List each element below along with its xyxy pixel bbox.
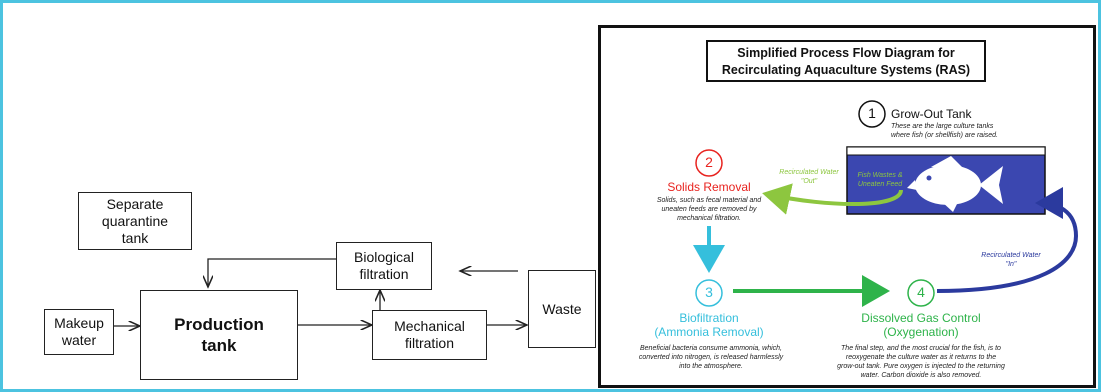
step3-number: 3: [705, 284, 713, 300]
step4-number: 4: [917, 284, 925, 300]
step3-desc-line1: Beneficial bacteria consume ammonia, whi…: [639, 345, 782, 352]
left-diagram-connectors: [113, 258, 600, 392]
recirculated-in-label-line2: "In": [1005, 261, 1017, 268]
recirculated-in-label-line1: Recirculated Water: [981, 252, 1041, 259]
ras-title-line2: Recirculating Aquaculture Systems (RAS): [721, 63, 971, 77]
makeup-water-box: Makeup water: [44, 309, 114, 355]
step4-desc-line2: reoxygenate the culture water as it retu…: [845, 354, 997, 361]
step3-desc-line3: into the atmosphere.: [679, 363, 743, 370]
step3-title-line2: (Ammonia Removal): [654, 325, 764, 339]
step3-desc-line2: converted into nitrogen, is released har…: [638, 354, 784, 361]
step2-title: Solids Removal: [667, 180, 751, 194]
production-tank-box: Production tank: [140, 290, 298, 380]
step1-number: 1: [868, 105, 876, 121]
step1-title: Grow-Out Tank: [891, 107, 972, 121]
ras-arrows: [693, 100, 1079, 307]
mechanical-filtration-box: Mechanical filtration: [372, 310, 487, 360]
recirculated-in-arrow: [936, 187, 1079, 293]
ras-title: Simplified Process Flow Diagram for Reci…: [706, 40, 986, 82]
biological-filtration-box: Biological filtration: [336, 242, 432, 290]
step4-title-line1: Dissolved Gas Control: [861, 311, 981, 325]
recirculated-out-arrow: [762, 183, 903, 215]
ras-title-line1: Simplified Process Flow Diagram for: [737, 46, 955, 60]
step2-number: 2: [705, 154, 713, 170]
step1-desc-line2: where fish (or shellfish) are raised.: [891, 132, 998, 139]
step3-circle: [695, 279, 723, 307]
tank-label-line1: Fish Wastes &: [857, 172, 903, 179]
biological-to-production-arrow: [208, 258, 336, 287]
step4-circle: [907, 279, 935, 307]
step4-title-line2: (Oxygenation): [883, 325, 959, 339]
step2-desc-line3: mechanical filtration.: [677, 215, 741, 222]
tank-label-line2: Uneaten Feed: [857, 181, 903, 188]
step2-circle: [695, 149, 723, 177]
step2-desc-line2: uneaten feeds are removed by: [661, 206, 757, 213]
fish-icon: [907, 156, 1003, 212]
quarantine-tank-box: Separate quarantine tank: [78, 192, 192, 250]
step4-desc-line3: grow-out tank. Pure oxygen is injected t…: [837, 363, 1005, 370]
step2-desc-line1: Solids, such as fecal material and: [656, 197, 762, 204]
tank-water-surface: [846, 146, 1046, 156]
step1-circle: [858, 100, 886, 128]
step4-desc-line4: water. Carbon dioxide is also removed.: [860, 372, 982, 379]
ras-diagram: Simplified Process Flow Diagram for Reci…: [598, 25, 1096, 388]
recirculated-out-label-line2: "Out": [800, 178, 818, 185]
step1-desc-line1: These are the large culture tanks: [891, 123, 994, 130]
step4-desc-line1: The final step, and the most crucial for…: [841, 345, 1001, 352]
waste-box: Waste: [528, 270, 596, 348]
step3-title-line1: Biofiltration: [679, 311, 739, 325]
recirculated-out-label-line1: Recirculated Water: [779, 169, 839, 176]
